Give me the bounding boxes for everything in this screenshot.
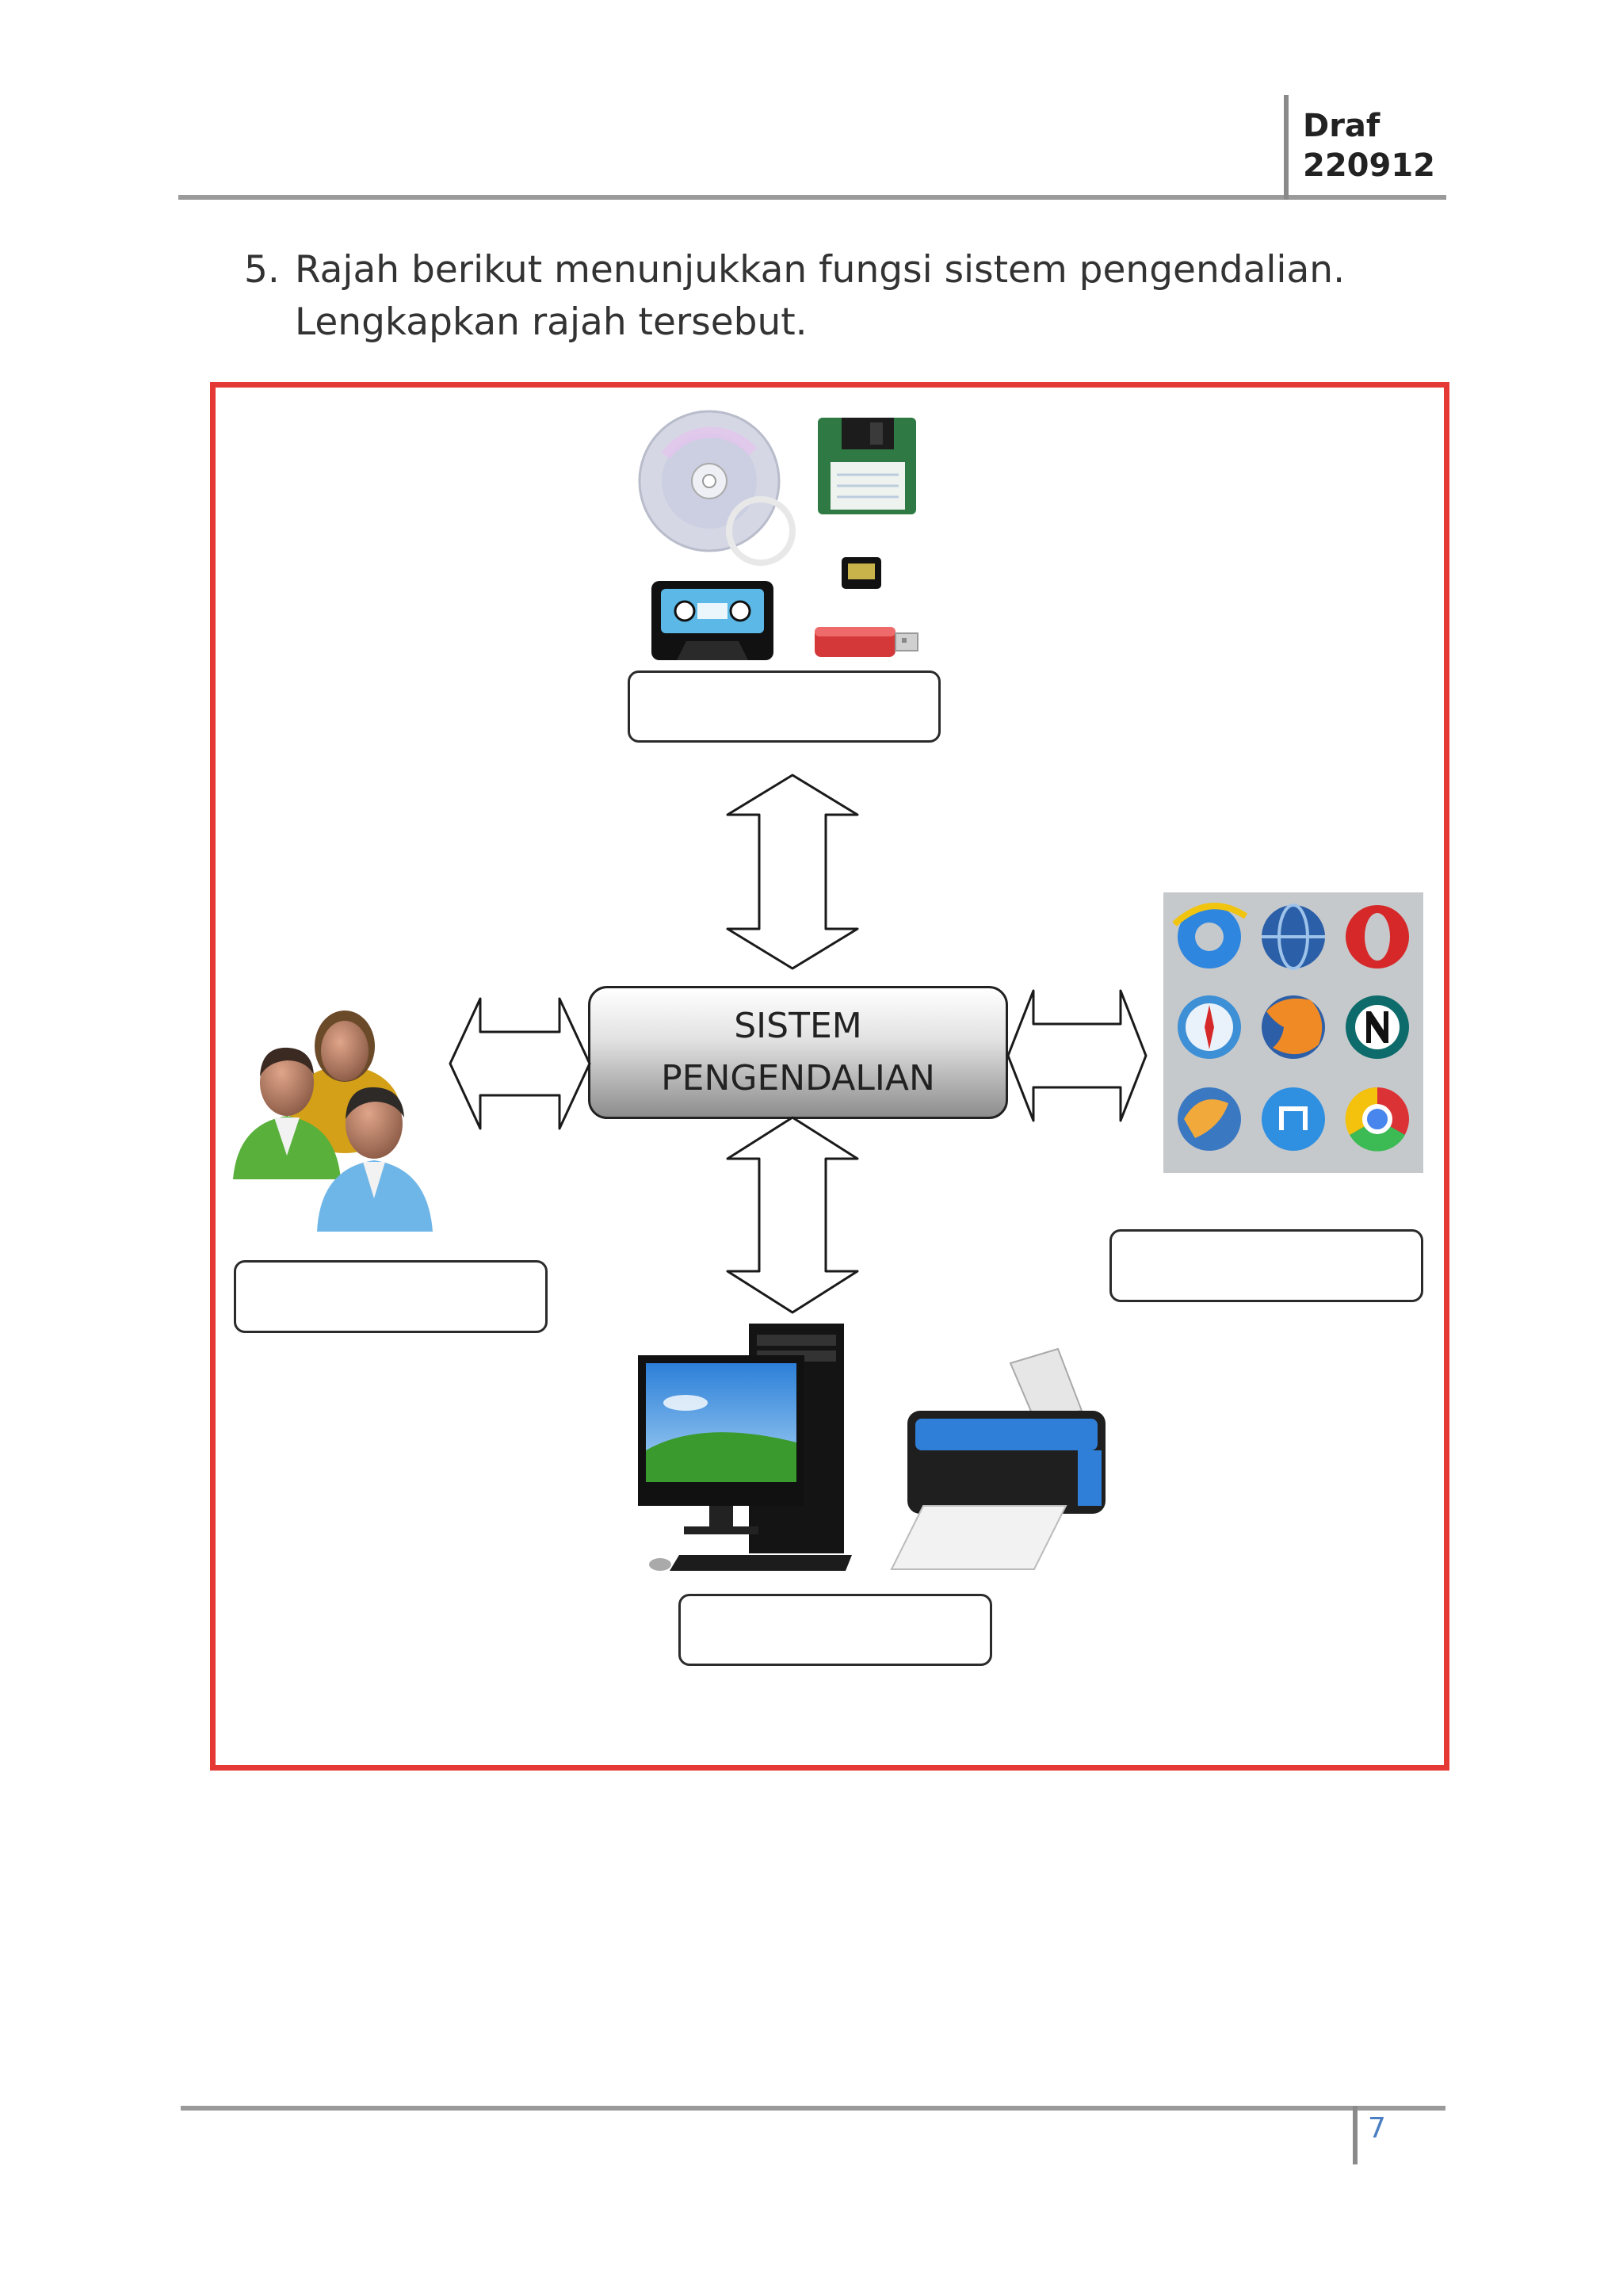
globe-icon: [1262, 904, 1325, 970]
question-number: 5.: [244, 248, 280, 292]
draft-title: Draf: [1303, 108, 1381, 144]
center-title-line-2: PENGENDALIAN: [661, 1058, 935, 1098]
user-icon-front: [317, 1087, 433, 1232]
double-arrow-bottom: [726, 1116, 859, 1314]
answer-box-bottom[interactable]: [678, 1594, 992, 1666]
floppy-disk-icon: [818, 418, 916, 514]
header-vertical-divider: [1284, 95, 1289, 200]
footer-vertical-divider: [1353, 2106, 1358, 2164]
question-line-2: Lengkapkan rajah tersebut.: [295, 300, 808, 344]
chrome-icon: [1345, 1087, 1409, 1152]
header-divider: [178, 195, 1446, 200]
firefox-icon: [1262, 995, 1325, 1059]
user-icon-left: [233, 1047, 341, 1179]
center-system-box: SISTEM PENGENDALIAN: [588, 986, 1008, 1119]
answer-box-left[interactable]: [234, 1260, 548, 1333]
usb-flash-drive-icon: [815, 627, 918, 657]
monitor-icon: [638, 1355, 804, 1534]
memory-card-icon: [842, 557, 881, 589]
page-number: 7: [1368, 2112, 1386, 2145]
answer-box-right[interactable]: [1109, 1229, 1423, 1302]
center-title-line-1: SISTEM: [734, 1006, 862, 1046]
double-arrow-left: [449, 997, 591, 1130]
internet-explorer-icon: [1172, 903, 1248, 968]
answer-box-top[interactable]: [628, 670, 941, 743]
storage-media-image: [638, 410, 918, 660]
diagram-frame: [210, 382, 1449, 1771]
draft-code: 220912: [1303, 147, 1435, 184]
computer-printer-image: [638, 1324, 1106, 1571]
draft-label: Draf 220912: [1303, 106, 1435, 185]
question-text: Rajah berikut menunjukkan fungsi sistem …: [295, 244, 1404, 349]
windows-browser-icon: [1262, 1087, 1325, 1151]
question-line-1: Rajah berikut menunjukkan fungsi sistem …: [295, 248, 1346, 292]
footer-divider: [181, 2106, 1445, 2111]
thunderbird-icon: [1178, 1087, 1241, 1151]
safari-icon: [1178, 995, 1241, 1059]
double-arrow-top: [726, 774, 859, 970]
users-image: [233, 1010, 433, 1232]
netscape-icon: [1346, 995, 1409, 1059]
printer-icon: [890, 1347, 1106, 1570]
browser-icons-image: [1163, 892, 1423, 1173]
opera-icon: [1346, 905, 1409, 968]
cassette-tape-icon: [651, 581, 773, 660]
keyboard-icon: [649, 1555, 852, 1571]
double-arrow-right: [1006, 989, 1148, 1122]
